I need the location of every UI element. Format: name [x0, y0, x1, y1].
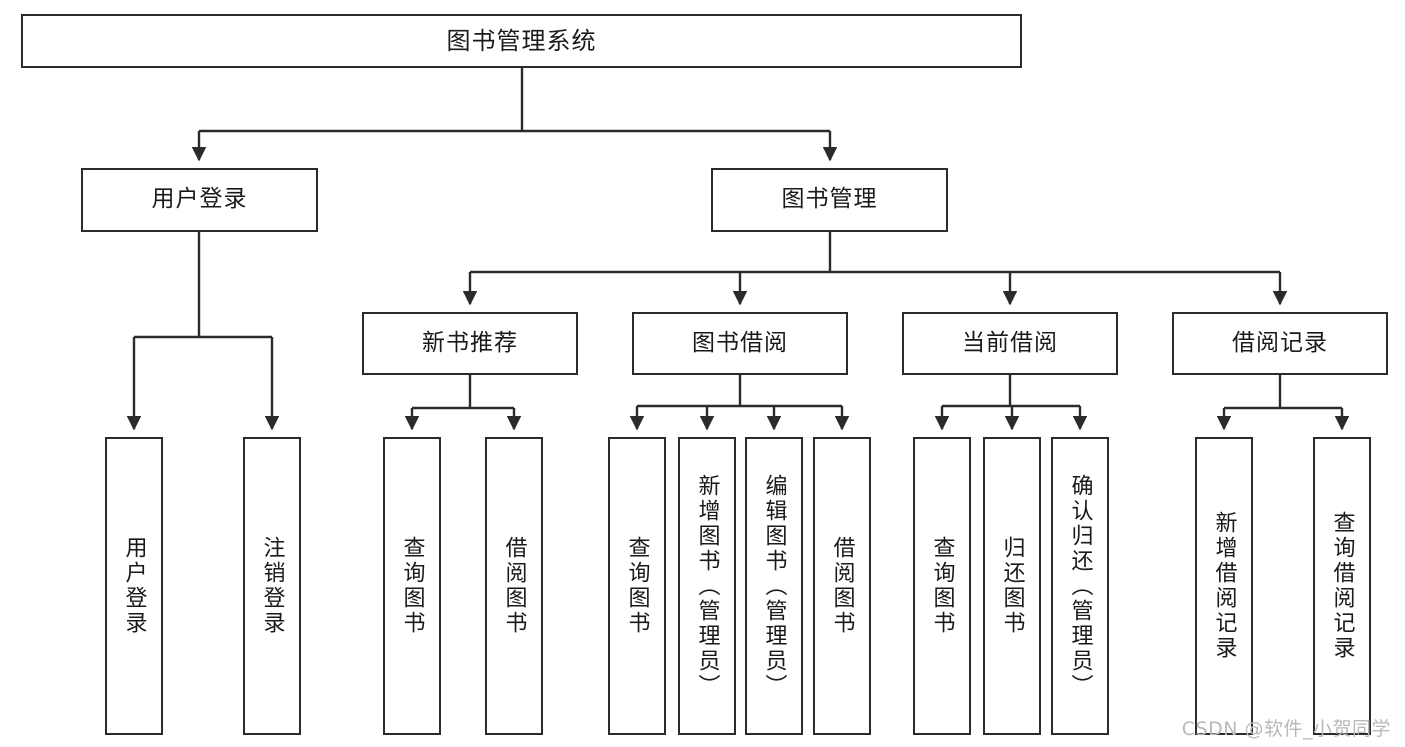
- node-label: 新增图书（管理员）: [694, 473, 720, 699]
- node-leaf-borrow-book-2[interactable]: 借阅图书: [813, 437, 871, 735]
- node-label: 用户登录: [151, 186, 248, 213]
- node-label: 注销登录: [259, 536, 285, 636]
- node-label: 用户登录: [121, 536, 147, 636]
- node-label: 图书管理系统: [446, 26, 597, 55]
- node-label: 查询图书: [399, 536, 425, 636]
- node-leaf-query-record[interactable]: 查询借阅记录: [1313, 437, 1371, 735]
- node-leaf-return-book[interactable]: 归还图书: [983, 437, 1041, 735]
- node-leaf-add-book[interactable]: 新增图书（管理员）: [678, 437, 736, 735]
- node-leaf-add-record[interactable]: 新增借阅记录: [1195, 437, 1253, 735]
- node-leaf-query-book-2[interactable]: 查询图书: [608, 437, 666, 735]
- node-label: 确认归还（管理员）: [1067, 473, 1093, 699]
- node-label: 归还图书: [999, 536, 1025, 636]
- node-leaf-user-logout[interactable]: 注销登录: [243, 437, 301, 735]
- node-label: 查询图书: [929, 536, 955, 636]
- node-label: 当前借阅: [962, 329, 1058, 356]
- node-leaf-edit-book[interactable]: 编辑图书（管理员）: [745, 437, 803, 735]
- node-leaf-confirm-return[interactable]: 确认归还（管理员）: [1051, 437, 1109, 735]
- node-leaf-query-book-3[interactable]: 查询图书: [913, 437, 971, 735]
- node-user-login[interactable]: 用户登录: [81, 168, 318, 232]
- node-leaf-user-login[interactable]: 用户登录: [105, 437, 163, 735]
- node-label: 图书管理: [781, 186, 878, 213]
- node-current-borrow[interactable]: 当前借阅: [902, 312, 1118, 375]
- node-label: 新书推荐: [422, 329, 518, 356]
- node-label: 查询借阅记录: [1329, 511, 1355, 661]
- node-root-book-management-system[interactable]: 图书管理系统: [21, 14, 1022, 68]
- node-label: 图书借阅: [692, 329, 788, 356]
- csdn-watermark: CSDN @软件_小贺同学: [1181, 718, 1391, 740]
- node-label: 借阅图书: [501, 536, 527, 636]
- node-leaf-query-book-1[interactable]: 查询图书: [383, 437, 441, 735]
- node-borrow-record[interactable]: 借阅记录: [1172, 312, 1388, 375]
- node-label: 编辑图书（管理员）: [761, 473, 787, 699]
- node-leaf-borrow-book-1[interactable]: 借阅图书: [485, 437, 543, 735]
- node-label: 新增借阅记录: [1211, 511, 1237, 661]
- node-label: 查询图书: [624, 536, 650, 636]
- node-label: 借阅记录: [1232, 329, 1328, 356]
- node-label: 借阅图书: [829, 536, 855, 636]
- node-book-borrow[interactable]: 图书借阅: [632, 312, 848, 375]
- node-book-management[interactable]: 图书管理: [711, 168, 948, 232]
- node-new-book-recommend[interactable]: 新书推荐: [362, 312, 578, 375]
